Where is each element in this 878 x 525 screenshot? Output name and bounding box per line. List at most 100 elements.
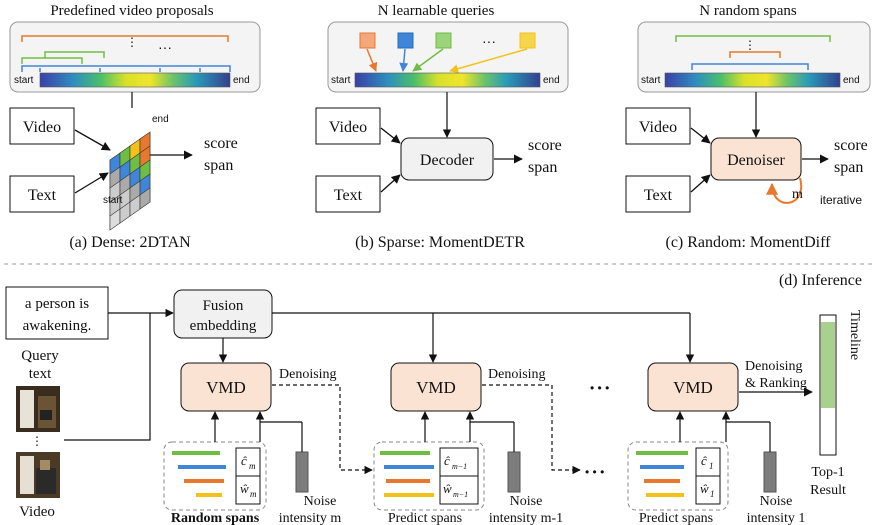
panel-d-label: (d) Inference [779, 272, 862, 289]
noise-3-line-1: Noise [760, 494, 793, 509]
noise-2-line-1: Noise [510, 494, 543, 509]
video-label: Video [19, 504, 55, 520]
timeline-start-label: start [641, 75, 661, 86]
green-dots: ··· [158, 39, 172, 55]
panel-a-caption: (a) Dense: 2DTAN [69, 234, 191, 251]
span-label: span [528, 159, 557, 176]
denoising-arrow-2 [482, 384, 581, 475]
orange-proposal-bracket [21, 35, 229, 42]
green-proposal-bracket [44, 51, 105, 58]
predict-spans-label-1: Predict spans [388, 511, 462, 525]
video-arrow [690, 127, 711, 144]
vmd-label-3: VMD [673, 378, 713, 397]
query-text-line-1: a person is [25, 296, 89, 312]
timeline-label: Timeline [847, 310, 862, 360]
query-square-green [435, 32, 452, 49]
w-hat-m-1: ŵ [443, 481, 452, 496]
query-arrow-green [412, 48, 444, 72]
timeline-start-label: start [331, 75, 351, 86]
top1-label-1: Top-1 [811, 465, 844, 480]
fusion-label-1: Fusion [203, 298, 244, 314]
noise-block-1 [295, 451, 309, 493]
panel-b-title: N learnable queries [378, 3, 495, 19]
span-label: span [834, 159, 863, 176]
video-arrow [74, 129, 111, 151]
noise-1-line-2: intensity m [279, 511, 342, 525]
panel-a-title: Predefined video proposals [50, 3, 213, 19]
panel-a: Predefined video proposals ··· ⋮ start e… [9, 3, 261, 251]
denoising-label-2: Denoising [488, 367, 546, 382]
noise-2-line-2: intensity m-1 [489, 511, 563, 525]
denoiser-label: Denoiser [727, 152, 785, 169]
blue-proposal-bracket [21, 65, 231, 72]
text-arrow [74, 172, 109, 194]
map-end-label: end [152, 114, 169, 125]
fusion-label-2: embedding [190, 318, 257, 334]
loop-m-label: m [792, 187, 803, 202]
video-input-label: Video [639, 119, 677, 136]
text-arrow [690, 174, 711, 193]
iterative-loop-arrow [766, 177, 803, 204]
query-dots: ··· [482, 33, 496, 49]
query-text-line-2: awakening. [23, 318, 92, 334]
text-input-box [315, 175, 381, 213]
query-arrow-blue [399, 48, 409, 72]
denoiser-box [710, 137, 802, 181]
noise-block-3 [763, 451, 777, 493]
text-input-box [625, 175, 691, 213]
vmd-block-1 [180, 362, 272, 412]
text-input-label: Text [644, 187, 673, 204]
green-span-bracket [675, 35, 831, 42]
vmd-label-1: VMD [206, 378, 246, 397]
predict-spans-label-2: Predict spans [639, 511, 713, 525]
score-label: score [204, 135, 238, 152]
c-hat-m-1: ĉ [444, 453, 450, 468]
ellipsis-bottom: • • • [585, 465, 604, 479]
denoising-arrow-1 [272, 384, 373, 475]
video-frame-1 [16, 386, 60, 432]
query-square-blue [397, 32, 414, 49]
span-group-2 [373, 441, 485, 511]
query-arrow-orange [366, 48, 378, 72]
denoising-label-1: Denoising [279, 367, 337, 382]
w-hat-m-1-subscript: m−1 [453, 490, 468, 499]
span-group-3 [627, 441, 729, 511]
query-square-orange [359, 32, 376, 49]
decoder-box [400, 137, 494, 181]
vmd-block-2 [390, 362, 482, 412]
top1-segment [821, 322, 835, 408]
w-hat-1-subscript: 1 [710, 489, 715, 499]
query-label-2: text [29, 366, 52, 382]
text-arrow [380, 174, 401, 193]
video-timeline-bar [39, 72, 231, 88]
video-timeline-bar [354, 72, 541, 88]
c-hat-m-subscript: m [249, 461, 256, 471]
vertical-dots: ⋮ [744, 38, 756, 52]
orange-span-bracket [729, 51, 781, 58]
vmd-label-2: VMD [416, 378, 456, 397]
panel-b: N learnable queries ··· start end Video … [315, 3, 569, 251]
video-input-label: Video [23, 119, 61, 136]
noise-3-line-2: intensity 1 [747, 511, 806, 525]
c-hat-1: ĉ [701, 453, 707, 468]
top1-label-2: Result [810, 483, 846, 498]
w-hat-m-subscript: m [250, 489, 257, 499]
panel-b-caption: (b) Sparse: MomentDETR [355, 234, 525, 251]
w-hat-1: ŵ [700, 481, 709, 496]
ellipsis-top: • • • [590, 381, 609, 395]
denoising-ranking-label-2: & Ranking [745, 376, 807, 391]
green-proposal-bracket-2 [21, 57, 83, 64]
video-input-box [625, 107, 691, 145]
c-hat-1-subscript: 1 [709, 461, 714, 471]
query-square-yellow [519, 32, 536, 49]
video-timeline-bar [664, 72, 841, 88]
c-hat-m-1-subscript: m−1 [452, 462, 467, 471]
vertical-dots: ⋮ [126, 35, 138, 49]
blue-ticks [39, 68, 201, 72]
panel-c-caption: (c) Random: MomentDiff [665, 234, 831, 251]
score-label: score [834, 137, 868, 154]
decoder-label: Decoder [420, 152, 475, 169]
timeline-end-label: end [543, 75, 560, 86]
blue-span-bracket [691, 63, 809, 70]
